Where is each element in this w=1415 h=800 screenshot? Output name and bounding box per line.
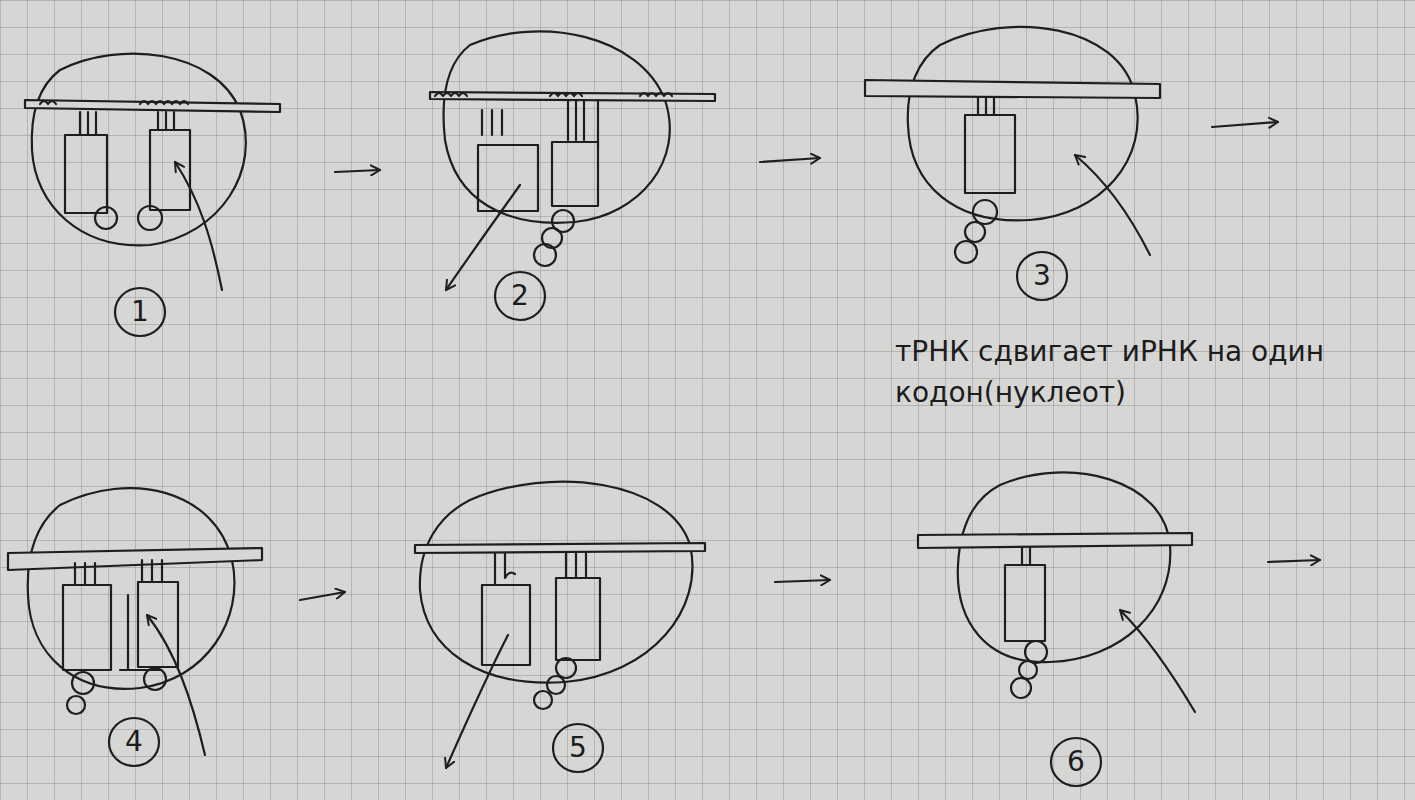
callout-number: 6	[1067, 748, 1085, 776]
sketch-stroke	[120, 595, 160, 670]
sketch-stroke	[965, 115, 1015, 193]
sketch-stroke	[1011, 678, 1031, 698]
sketch-stroke	[40, 101, 188, 104]
callout-number: 4	[125, 728, 143, 756]
number-circle-outline	[1017, 252, 1067, 300]
step-arrow	[300, 592, 345, 600]
stage-number: 3	[1015, 249, 1069, 303]
sketch-stroke	[158, 112, 174, 130]
sketch-stroke	[138, 206, 162, 230]
sketch-stroke	[28, 488, 235, 689]
sketch-stroke	[25, 100, 280, 112]
number-circle-outline	[553, 724, 603, 772]
ribosome-stage	[8, 488, 262, 755]
ribosome-stage	[430, 31, 715, 290]
sketch-stroke	[32, 54, 246, 246]
callout-number: 1	[131, 298, 149, 326]
sketch-stroke	[420, 482, 693, 683]
number-circle-outline	[115, 288, 165, 336]
sketch-stroke	[568, 100, 584, 140]
stage-number: 2	[493, 269, 547, 323]
number-circle-outline	[109, 718, 159, 766]
sketch-stroke	[63, 585, 111, 670]
sketch-stroke	[65, 135, 107, 213]
sketch-stroke	[955, 241, 977, 263]
step-arrow	[1268, 560, 1320, 562]
sketch-stroke	[147, 615, 205, 755]
step-arrow	[775, 580, 830, 582]
sketch-stroke	[908, 27, 1138, 221]
sketch-stroke	[566, 553, 586, 578]
ribosome-stage	[865, 27, 1160, 263]
sketch-stroke	[556, 578, 600, 660]
sketch-stroke	[552, 142, 598, 206]
sketch-stroke	[446, 635, 508, 768]
sketch-stroke	[150, 130, 190, 210]
number-circle-outline	[1051, 738, 1101, 786]
sketch-stroke	[1005, 565, 1045, 641]
sketch-stroke	[495, 553, 515, 585]
sketch-stroke	[67, 696, 85, 714]
sketch-stroke	[430, 92, 715, 101]
step-arrow	[760, 158, 820, 162]
ribosome-stage	[415, 482, 705, 768]
stage-number: 5	[551, 721, 605, 775]
callout-number: 2	[511, 282, 529, 310]
sketch-stroke	[415, 543, 705, 553]
handwritten-note: тРНК сдвигает иРНК на один кодон(нуклеот…	[895, 332, 1395, 413]
stage-number: 4	[107, 715, 161, 769]
sketch-stroke	[597, 100, 599, 145]
sketch-stroke	[965, 222, 985, 242]
sketch-stroke	[973, 200, 997, 224]
sketch-stroke	[482, 585, 530, 665]
sketch-stroke	[1120, 610, 1195, 712]
ribosome-stage	[918, 472, 1195, 712]
callout-number: 5	[569, 734, 587, 762]
ribosome-stage	[25, 54, 280, 290]
sketch-stroke	[918, 533, 1192, 548]
sketch-stroke	[958, 472, 1171, 662]
callout-number: 3	[1033, 262, 1051, 290]
step-arrow	[335, 170, 380, 172]
sketch-stroke	[978, 97, 994, 115]
sketch-stroke	[72, 672, 94, 694]
step-arrow	[1212, 122, 1278, 127]
sketch-stroke	[534, 691, 552, 709]
stage-number: 6	[1049, 735, 1103, 789]
sketch-stroke	[482, 110, 502, 135]
sketch-stroke	[175, 162, 222, 290]
sketch-stroke	[95, 207, 117, 229]
sketch-stroke	[444, 31, 670, 222]
sketch-stroke	[142, 560, 162, 582]
sketch-stroke	[75, 563, 95, 585]
sketch-stroke	[534, 244, 556, 266]
sketch-stroke	[1019, 661, 1037, 679]
sketch-stroke	[547, 676, 565, 694]
sketch-stroke	[1025, 641, 1047, 663]
sketch-stroke	[8, 548, 262, 570]
sketch-stroke	[1022, 548, 1030, 565]
sketch-stroke	[556, 658, 576, 678]
number-circle-outline	[495, 272, 545, 320]
sketch-stroke	[80, 112, 96, 135]
sketch-stroke	[1075, 155, 1150, 255]
sketch-stroke	[435, 93, 672, 96]
sketch-stroke	[144, 668, 166, 690]
sketch-stroke	[865, 80, 1160, 98]
stage-number: 1	[113, 285, 167, 339]
